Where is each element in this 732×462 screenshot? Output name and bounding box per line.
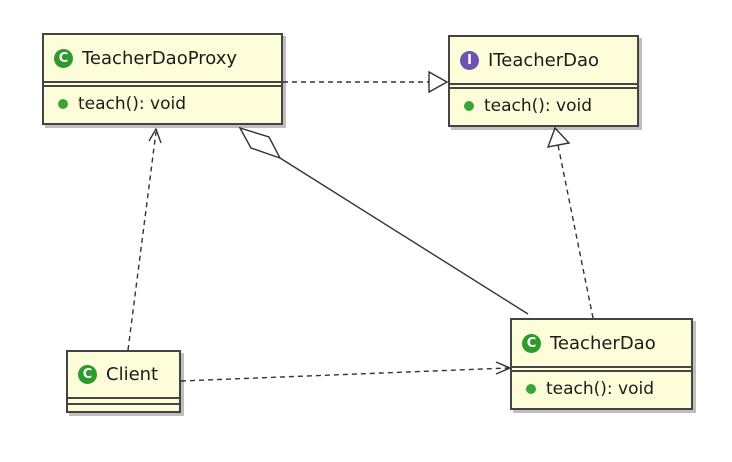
operation-row[interactable]: teach(): void — [44, 87, 281, 121]
public-method-icon — [58, 99, 68, 109]
operation-row[interactable]: teach(): void — [450, 89, 637, 123]
interface-name: ITeacherDao — [488, 49, 600, 71]
class-name: TeacherDaoProxy — [82, 47, 238, 69]
interface-header: I ITeacherDao — [450, 37, 637, 85]
class-name: Client — [106, 364, 159, 385]
class-header: C Client — [68, 352, 179, 399]
class-icon: C — [54, 48, 73, 68]
operation-row[interactable]: teach(): void — [512, 372, 691, 406]
attribute-compartment — [68, 399, 179, 405]
class-box-client[interactable]: C Client — [66, 350, 181, 413]
attribute-compartment — [450, 85, 637, 89]
operation-signature: teach(): void — [484, 96, 593, 116]
public-method-icon — [464, 101, 474, 111]
attribute-compartment — [512, 368, 691, 372]
class-icon: C — [522, 333, 541, 353]
class-header: C TeacherDaoProxy — [44, 35, 281, 83]
interface-box-iteacher-dao[interactable]: I ITeacherDao teach(): void — [448, 35, 639, 127]
public-method-icon — [526, 384, 536, 394]
edge-proxy-realizes-interface — [283, 70, 449, 94]
attribute-compartment — [44, 83, 281, 87]
operation-signature: teach(): void — [78, 94, 187, 114]
class-header: C TeacherDao — [512, 320, 691, 368]
interface-icon: I — [460, 50, 479, 70]
class-icon: C — [78, 365, 97, 384]
class-box-teacher-dao-proxy[interactable]: C TeacherDaoProxy teach(): void — [42, 33, 283, 125]
class-box-teacher-dao[interactable]: C TeacherDao teach(): void — [510, 318, 693, 410]
operation-signature: teach(): void — [546, 379, 655, 399]
edge-proxy-aggregates-teacherdao — [238, 126, 529, 315]
edge-teacherdao-realizes-interface — [546, 126, 594, 319]
edge-client-uses-proxy — [127, 127, 162, 351]
class-name: TeacherDao — [550, 332, 656, 354]
edge-client-uses-teacherdao — [180, 361, 512, 382]
